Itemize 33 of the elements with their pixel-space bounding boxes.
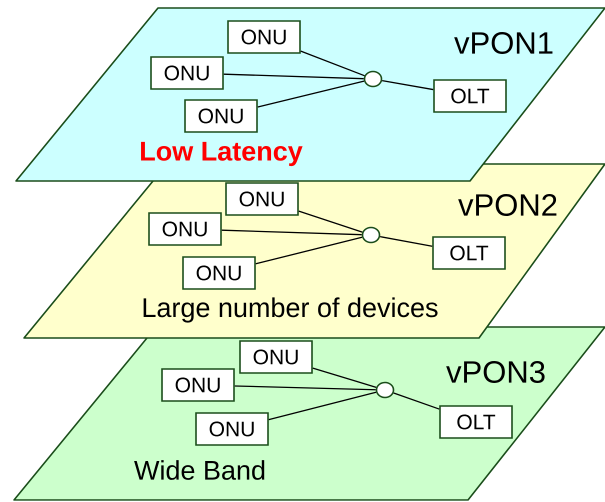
fiber-line [382, 80, 434, 90]
splitter-circle [362, 226, 380, 244]
layer-title: vPON2 [458, 194, 556, 216]
fiber-line [222, 230, 362, 236]
fiber-line [300, 50, 365, 76]
fiber-line [298, 210, 362, 233]
fiber-line [312, 368, 376, 388]
fiber-line [224, 74, 364, 80]
device-box: ONU [227, 20, 301, 54]
device-box: ONU [184, 99, 258, 133]
layer-caption: Wide Band [134, 460, 264, 480]
layer-caption: Low Latency [141, 142, 303, 166]
device-box: ONU [239, 340, 313, 374]
device-box: ONU [195, 412, 269, 446]
splitter-circle [376, 382, 394, 398]
fiber-line [258, 80, 364, 108]
layer-title: vPON3 [446, 361, 545, 383]
layer-caption: Large number of devices [144, 297, 438, 323]
fiber-line [393, 392, 440, 410]
device-box: OLT [433, 79, 507, 113]
device-box: OLT [432, 236, 506, 270]
device-box: ONU [161, 368, 235, 402]
device-box: OLT [439, 405, 513, 439]
device-box: ONU [182, 256, 256, 290]
fiber-line [256, 236, 362, 264]
device-box: ONU [225, 182, 299, 216]
fiber-line [268, 392, 376, 420]
splitter-circle [364, 70, 382, 88]
device-box: ONU [148, 212, 222, 246]
layer-title: vPON1 [454, 32, 552, 54]
fiber-line [380, 236, 432, 247]
fiber-line [234, 385, 376, 390]
device-box: ONU [150, 56, 224, 90]
